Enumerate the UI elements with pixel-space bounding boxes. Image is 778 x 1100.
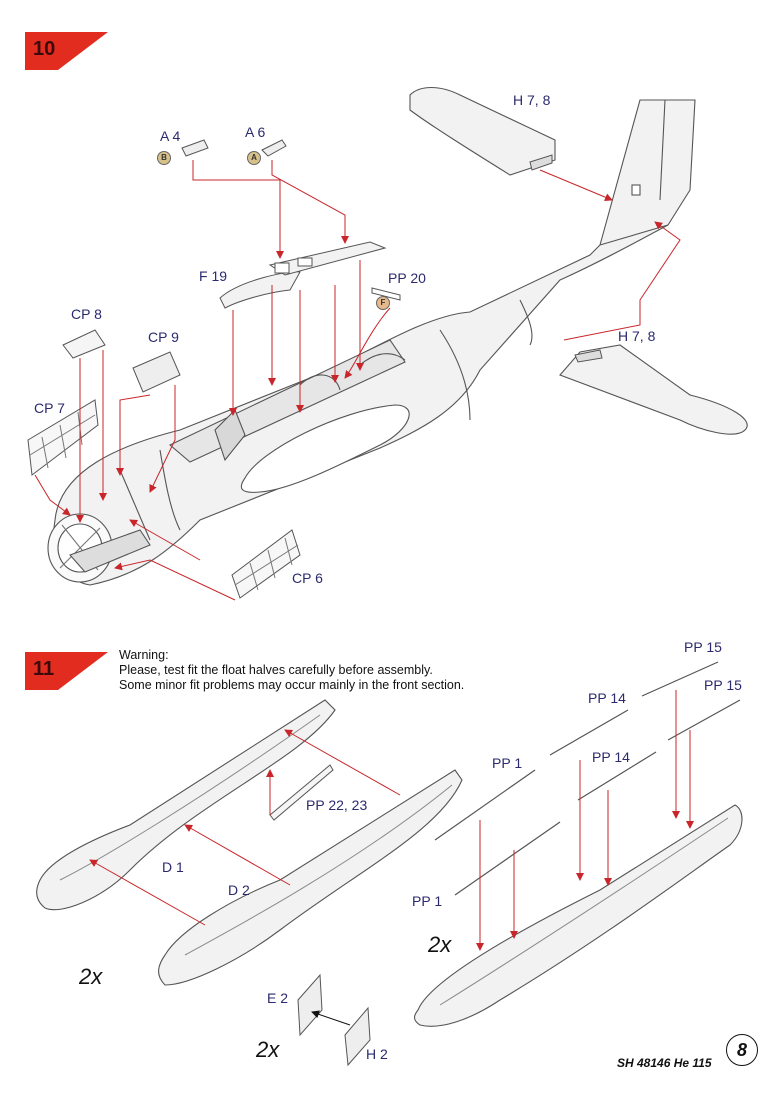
part-cp6-shape [231, 529, 301, 599]
label-cp9: CP 9 [148, 329, 179, 345]
step-10-badge-shape [25, 32, 108, 70]
step-10-badge: 10 [25, 32, 109, 70]
label-pp1-a: PP 1 [492, 755, 523, 771]
warning-title: Warning: [119, 648, 169, 662]
label-a6: A 6 [245, 124, 266, 140]
label-d2: D 2 [228, 882, 250, 898]
fit-warning: Warning: Please, test fit the float halv… [119, 648, 464, 693]
warning-line-2: Some minor fit problems may occur mainly… [119, 678, 465, 692]
label-cp8: CP 8 [71, 306, 102, 322]
part-cp8-shape [62, 329, 106, 359]
label-d1: D 1 [162, 859, 184, 875]
multiplier-float-left: 2x [79, 964, 103, 989]
float-half-d1-shape [36, 699, 336, 911]
label-e2: E 2 [267, 990, 289, 1006]
label-h78-top: H 7, 8 [513, 92, 551, 108]
fuselage-drawing [47, 99, 696, 586]
step-10-arrows [34, 160, 681, 601]
label-f19: F 19 [199, 268, 228, 284]
paint-code-f-icon: F [376, 296, 390, 310]
step-11-number: 11 [33, 658, 55, 680]
label-h78-bottom: H 7, 8 [618, 328, 656, 344]
label-pp22-23: PP 22, 23 [306, 797, 368, 813]
label-cp6: CP 6 [292, 570, 323, 586]
kit-code: SH 48146 He 115 [617, 1056, 712, 1070]
warning-line-1: Please, test fit the float halves carefu… [119, 663, 433, 677]
step-11-badge: 11 [25, 652, 109, 690]
pp-strips [434, 661, 741, 896]
part-f19-shape [219, 271, 301, 309]
stabilizer-bottom [559, 344, 748, 435]
step-10-number: 10 [33, 38, 56, 60]
multiplier-rudder: 2x [256, 1037, 280, 1062]
label-pp14-b: PP 14 [592, 749, 630, 765]
label-pp1-b: PP 1 [412, 893, 443, 909]
label-pp15-a: PP 15 [684, 639, 722, 655]
float-right-shape [413, 804, 743, 1027]
multiplier-float-right: 2x [428, 932, 452, 957]
paint-code-a-icon: A [247, 151, 261, 165]
label-pp14-a: PP 14 [588, 690, 626, 706]
stabilizer-top [409, 86, 556, 176]
label-cp7: CP 7 [34, 400, 65, 416]
label-pp20: PP 20 [388, 270, 426, 286]
label-pp15-b: PP 15 [704, 677, 742, 693]
part-h2-shape [344, 1006, 371, 1067]
step-11-badge-shape [25, 652, 108, 690]
part-pp20-shape [371, 287, 401, 301]
float-half-d2-shape [158, 769, 463, 986]
label-h2: H 2 [366, 1046, 388, 1062]
part-a6-shape [261, 139, 287, 157]
part-e2-shape [297, 973, 323, 1037]
part-cp9-shape [132, 351, 181, 393]
label-a4: A 4 [160, 128, 181, 144]
page-number: 8 [726, 1034, 758, 1066]
paint-code-b-icon: B [157, 151, 171, 165]
part-a4-shape [181, 139, 209, 157]
part-pp22-23-shape [269, 764, 334, 821]
step-11-arrows [89, 690, 694, 951]
